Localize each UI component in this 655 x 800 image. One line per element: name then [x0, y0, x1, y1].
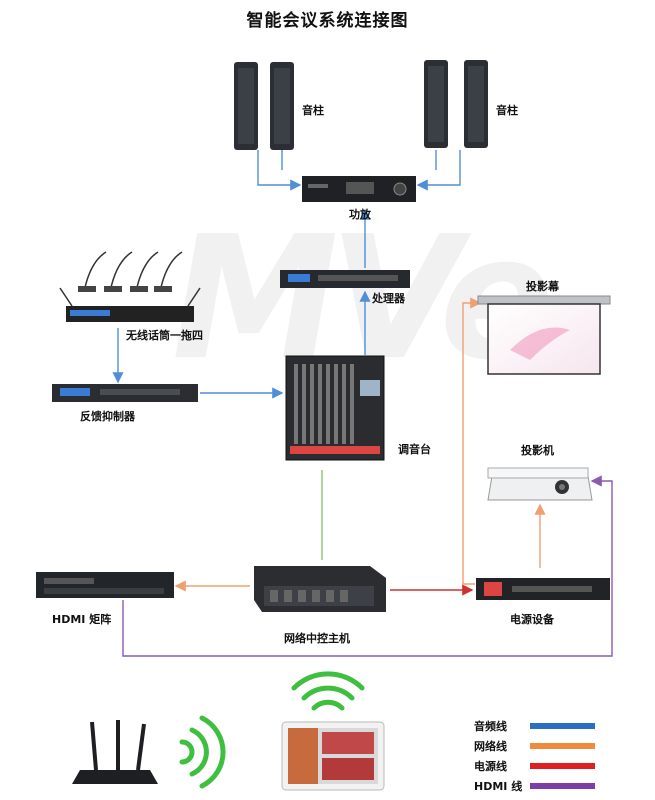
page-title: 智能会议系统连接图	[246, 11, 409, 31]
amplifier-icon	[302, 176, 416, 202]
processor-icon	[280, 270, 410, 288]
legend-power-label: 电源线	[474, 760, 507, 773]
legend-hdmi: HDMI 线	[474, 780, 634, 794]
central-control-label: 网络中控主机	[284, 632, 350, 645]
tablet-icon	[281, 721, 385, 791]
legend-hdmi-swatch	[530, 783, 595, 789]
projector-screen-label: 投影幕	[526, 280, 559, 293]
hdmi-matrix-icon	[36, 572, 174, 598]
legend-power: 电源线	[474, 760, 634, 774]
speaker-right-label: 音柱	[496, 104, 518, 117]
processor-label: 处理器	[372, 292, 405, 305]
router-icon	[72, 720, 158, 784]
speaker-left-label: 音柱	[302, 104, 324, 117]
power-device-icon	[476, 578, 610, 600]
line-hdmi-projector	[122, 475, 613, 657]
wifi-top-icon	[291, 671, 365, 711]
legend-audio-swatch	[530, 723, 595, 729]
line-power-screen	[462, 297, 482, 585]
speaker-left-icon	[234, 62, 294, 150]
line-speaker-left-amp	[257, 150, 302, 191]
wireless-mic-label: 无线话筒一拖四	[126, 329, 203, 342]
mixer-label: 调音台	[398, 443, 431, 456]
legend-hdmi-label: HDMI 线	[474, 780, 523, 793]
projector-label: 投影机	[521, 444, 554, 457]
legend-network-label: 网络线	[474, 740, 507, 753]
mixer-icon	[285, 355, 385, 461]
projector-icon	[487, 467, 593, 501]
legend-network: 网络线	[474, 740, 634, 754]
legend-audio: 音频线	[474, 720, 634, 734]
wireless-mic-icon	[59, 251, 201, 322]
legend-power-swatch	[530, 763, 595, 769]
central-control-icon	[254, 566, 386, 612]
power-device-label: 电源设备	[510, 613, 554, 626]
wifi-signal-icon	[179, 715, 226, 789]
feedback-suppressor-icon	[52, 384, 198, 402]
line-speaker-right-amp	[416, 150, 461, 191]
feedback-suppressor-label: 反馈抑制器	[80, 410, 135, 423]
amplifier-label: 功放	[349, 208, 371, 221]
legend-audio-label: 音频线	[474, 720, 507, 733]
projector-screen-icon	[477, 295, 611, 375]
hdmi-matrix-label: HDMI 矩阵	[52, 613, 112, 626]
speaker-right-icon	[424, 60, 488, 148]
legend-network-swatch	[530, 743, 595, 749]
